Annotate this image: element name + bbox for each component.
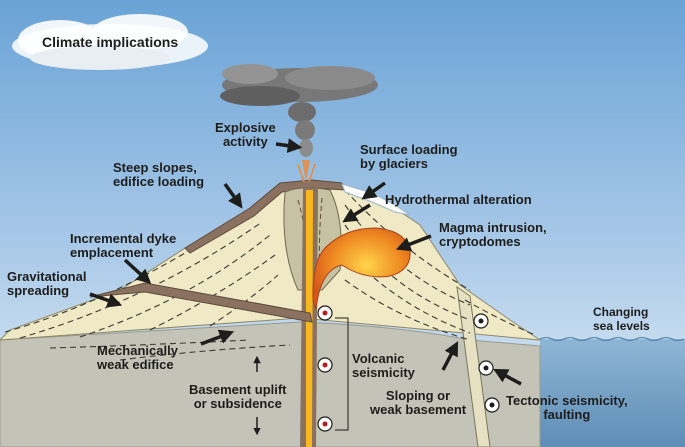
cloud-icon: [12, 14, 208, 70]
label-mechanically-weak-edifice: Mechanically weak edifice: [97, 343, 178, 372]
seismic-marker-icon: [473, 313, 489, 329]
seismic-marker-icon: [317, 357, 333, 373]
pointer-arrow-icon: [395, 234, 432, 252]
seismic-marker-icon: [317, 416, 333, 432]
label-tectonic-seismicity: Tectonic seismicity, faulting: [506, 393, 628, 422]
pointer-arrow-icon: [123, 258, 152, 284]
pointer-arrow-icon: [89, 292, 123, 308]
label-hydrothermal-alteration: Hydrothermal alteration: [385, 192, 532, 207]
dyke: [89, 282, 313, 323]
pointer-arrows: [89, 138, 522, 386]
label-sloping-basement: Sloping or weak basement: [370, 388, 467, 417]
label-basement-uplift: Basement uplift or subsidence: [189, 382, 287, 411]
label-changing-sea-levels: Changing sea levels: [593, 305, 650, 333]
pointer-arrow-icon: [223, 182, 243, 209]
pointer-arrow-icon: [342, 203, 371, 223]
eruption-plume: [220, 64, 378, 183]
label-gravitational-spreading: Gravitational spreading: [7, 269, 87, 298]
label-climate-implications: Climate implications: [42, 34, 179, 50]
pointer-arrow-icon: [493, 368, 522, 386]
label-surface-loading: Surface loading by glaciers: [360, 142, 458, 171]
label-steep-slopes: Steep slopes, edifice loading: [113, 160, 205, 189]
label-explosive-activity: Explosive activity: [215, 120, 276, 149]
basement: [0, 321, 541, 447]
seismic-marker-icon: [317, 305, 333, 321]
pointer-arrow-icon: [200, 329, 235, 346]
pointer-arrow-icon: [441, 341, 459, 371]
label-magma-intrusion: Magma intrusion, cryptodomes: [439, 220, 547, 249]
sea: [539, 337, 685, 447]
seismic-marker-icon: [478, 360, 494, 376]
seismicity-bracket: [335, 317, 349, 431]
pointer-arrow-icon: [361, 181, 387, 200]
seismic-marker-icon: [484, 397, 500, 413]
fault-band: [456, 285, 491, 447]
label-volcanic-seismicity: Volcanic seismicity: [352, 351, 415, 380]
label-incremental-dyke: Incremental dyke emplacement: [70, 231, 177, 260]
pointer-arrow-icon: [275, 138, 303, 153]
